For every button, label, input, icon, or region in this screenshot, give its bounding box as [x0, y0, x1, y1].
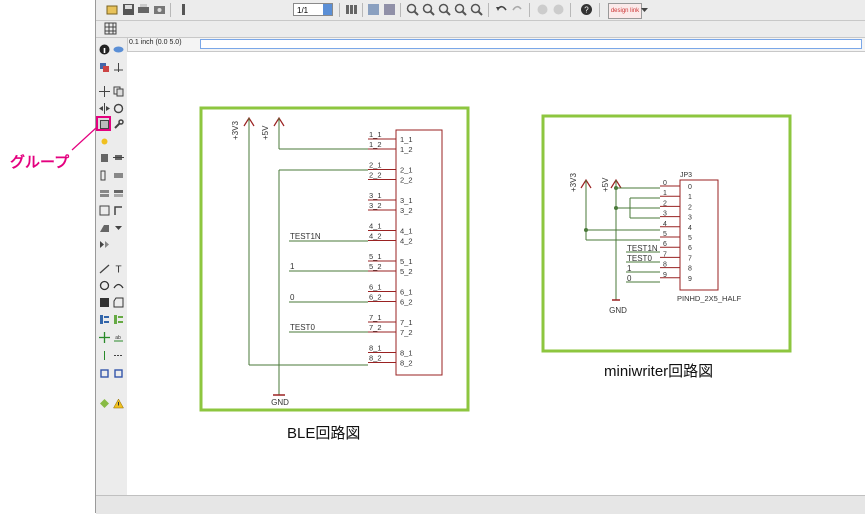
annotation-arrow [71, 127, 97, 151]
coordinate-readout: 0.1 inch (0.0 5.0) [129, 39, 182, 46]
label-icon[interactable]: ab [113, 332, 124, 343]
schematic-canvas[interactable] [127, 52, 865, 495]
svg-text:?: ? [584, 6, 589, 15]
page-value: 1/1 [297, 6, 309, 15]
help-icon[interactable]: ? [580, 3, 593, 16]
junction-icon[interactable] [99, 332, 110, 343]
smash-icon[interactable] [113, 205, 124, 216]
pinswap-icon[interactable] [99, 170, 110, 181]
paste-icon[interactable] [99, 136, 110, 147]
polygon-icon[interactable] [113, 297, 124, 308]
mark-icon[interactable] [113, 62, 124, 73]
group-tool-button[interactable] [96, 116, 111, 131]
change-icon[interactable] [113, 119, 124, 130]
miter-icon[interactable] [99, 222, 110, 233]
invoke-icon[interactable] [99, 239, 110, 250]
svg-text:T: T [115, 265, 121, 275]
delete-icon[interactable] [99, 152, 110, 163]
page-select[interactable]: 1/1 [293, 3, 333, 16]
cam-icon[interactable] [153, 3, 166, 16]
dropdown-arrow-icon[interactable] [641, 3, 648, 16]
ble-caption: BLE回路図 [287, 425, 361, 442]
gateswap-icon[interactable] [99, 188, 110, 199]
net-icon[interactable] [113, 314, 124, 325]
errors-icon[interactable] [113, 398, 124, 409]
design-link-button[interactable]: design link [608, 3, 642, 19]
add-icon[interactable] [113, 152, 124, 163]
go-icon[interactable] [552, 3, 565, 16]
tool-panel: T ab [96, 38, 128, 495]
wire-icon[interactable] [99, 263, 110, 274]
status-bar [96, 495, 865, 514]
value-icon[interactable] [99, 205, 110, 216]
miniwriter-caption: miniwriter回路図 [604, 363, 714, 380]
replace-icon[interactable] [113, 170, 124, 181]
display-icon[interactable] [99, 62, 110, 73]
undo-icon[interactable] [495, 3, 508, 16]
open-icon[interactable] [106, 3, 119, 16]
print-icon[interactable] [137, 3, 150, 16]
info-icon[interactable] [99, 44, 110, 55]
zoom-in-icon[interactable] [422, 3, 435, 16]
dimension-icon[interactable] [113, 350, 124, 361]
bus-icon[interactable] [99, 314, 110, 325]
circle-icon[interactable] [99, 280, 110, 291]
script-icon[interactable] [367, 3, 380, 16]
modify-icon[interactable] [113, 368, 124, 379]
erc-icon[interactable] [99, 398, 110, 409]
attribute-icon[interactable] [99, 350, 110, 361]
text-icon[interactable]: T [113, 263, 124, 275]
zoom-redraw-icon[interactable] [454, 3, 467, 16]
group-annotation-label: グループ [10, 154, 70, 171]
command-input[interactable] [200, 39, 862, 49]
grid-icon[interactable] [104, 22, 117, 35]
split-icon[interactable] [113, 222, 124, 233]
zoom-out-icon[interactable] [438, 3, 451, 16]
grid-toolbar [96, 21, 865, 38]
save-icon[interactable] [122, 3, 135, 16]
zoom-fit-icon[interactable] [406, 3, 419, 16]
rotate-icon[interactable] [113, 103, 124, 114]
arc-icon[interactable] [113, 280, 124, 291]
group-icon [100, 120, 109, 129]
drc-icon[interactable] [345, 3, 358, 16]
redo-icon[interactable] [511, 3, 524, 16]
mirror-icon[interactable] [99, 103, 110, 114]
name-icon[interactable] [113, 188, 124, 199]
svg-text:ab: ab [115, 335, 121, 341]
rect-icon[interactable] [99, 297, 110, 308]
command-bar: 0.1 inch (0.0 5.0) [127, 38, 865, 52]
run-icon[interactable] [383, 3, 396, 16]
move-icon[interactable] [99, 86, 110, 97]
zoom-select-icon[interactable] [470, 3, 483, 16]
frame-icon[interactable] [99, 368, 110, 379]
main-toolbar: 1/1 ? design link [96, 0, 865, 21]
stop-icon[interactable] [536, 3, 549, 16]
layer-icon[interactable] [177, 3, 190, 16]
show-icon[interactable] [113, 44, 124, 55]
design-link-label: design link [610, 8, 640, 14]
copy-icon[interactable] [113, 86, 124, 97]
page-spin-icon[interactable] [323, 4, 332, 15]
